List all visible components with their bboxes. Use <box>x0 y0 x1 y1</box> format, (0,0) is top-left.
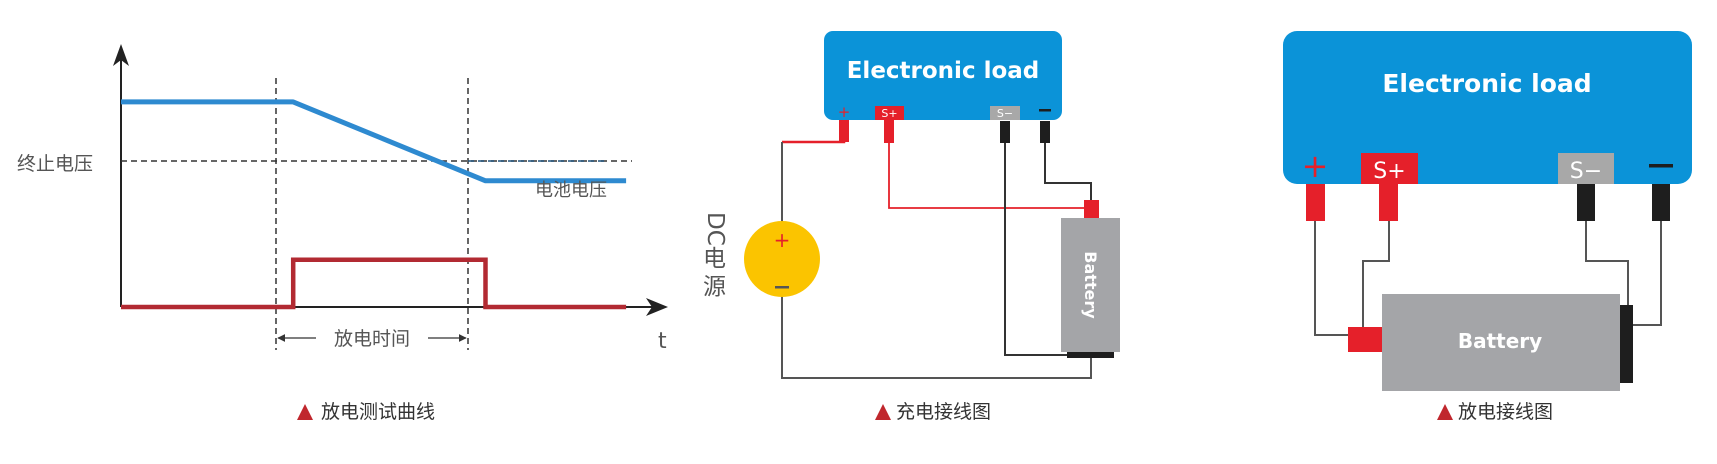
source-minus-wire <box>781 296 1092 379</box>
sense-plus-terminal-box <box>1361 153 1418 184</box>
sense-plus-wire <box>888 143 1085 209</box>
load-plus-plug <box>1306 184 1325 221</box>
dc-source-label-cjk-2: 源 <box>703 274 726 300</box>
load-minus-terminal-mark <box>1649 164 1673 168</box>
duration-label: 放电时间 <box>334 328 410 350</box>
battery-minus-bar <box>1067 352 1114 358</box>
battery-body <box>1382 294 1620 391</box>
sense-minus-terminal-box <box>990 106 1020 120</box>
caption-marker-icon <box>1437 404 1453 420</box>
sense-minus-terminal-label: S− <box>997 107 1013 120</box>
load-minus-wire <box>1633 221 1662 326</box>
sense-minus-plug <box>1000 121 1010 143</box>
charge-caption: 充电接线图 <box>896 401 991 423</box>
sense-minus-terminal-label: S− <box>1570 159 1602 184</box>
voltage-series-line <box>121 99 627 184</box>
sense-plus-terminal-label: S+ <box>1373 159 1405 184</box>
load-minus-plug <box>1040 121 1050 143</box>
y-axis-arrow-icon <box>113 44 129 66</box>
load-minus-terminal-mark <box>1039 109 1051 112</box>
charge-wiring-diagram: Electronic load + S+ S− + DC 电 源 Battery… <box>702 31 1120 423</box>
load-minus-wire <box>1044 143 1092 200</box>
source-plus-wire <box>782 134 846 144</box>
dc-source-plus: + <box>774 228 791 252</box>
discharge-curve-chart: 终止电压 电池电压 t 放电时间 放电测试曲线 <box>17 44 668 423</box>
sense-minus-plug <box>1577 184 1595 221</box>
sense-minus-wire <box>1585 221 1629 305</box>
load-minus-plug <box>1652 184 1670 221</box>
current-series-line <box>121 257 627 310</box>
battery-label: Battery <box>1458 329 1542 353</box>
battery-voltage-label: 电池电压 <box>535 180 607 201</box>
battery-label: Battery <box>1081 251 1100 319</box>
load-plus-wire <box>1314 221 1348 336</box>
sense-minus-wire <box>1004 143 1067 356</box>
dc-source-minus <box>775 286 789 289</box>
sense-plus-plug <box>1379 184 1398 221</box>
electronic-load-title: Electronic load <box>847 58 1040 84</box>
dc-source-label-latin: DC <box>702 212 728 246</box>
sense-plus-wire <box>1362 221 1390 327</box>
discharge-caption: 放电接线图 <box>1458 401 1553 423</box>
electronic-load-title: Electronic load <box>1382 69 1591 98</box>
sense-plus-terminal-label: S+ <box>881 107 897 120</box>
load-plus-terminal-label: + <box>1302 147 1329 185</box>
sense-plus-terminal-box <box>875 106 904 120</box>
x-axis-arrow-icon <box>646 298 668 316</box>
battery-plus-plug <box>1084 200 1099 218</box>
battery-minus-bar <box>1620 305 1633 383</box>
dc-source-label-cjk-1: 电 <box>703 246 726 272</box>
curve-caption: 放电测试曲线 <box>321 401 435 423</box>
caption-marker-icon <box>297 404 313 420</box>
sense-plus-plug <box>884 120 894 143</box>
battery-body <box>1061 218 1120 352</box>
dc-source-icon <box>744 221 820 297</box>
cutoff-voltage-label: 终止电压 <box>17 153 93 175</box>
electronic-load-box <box>1283 31 1692 184</box>
x-axis-label: t <box>658 329 667 354</box>
sense-minus-terminal-box <box>1558 153 1614 184</box>
battery-plus-plug <box>1348 327 1382 352</box>
discharge-wiring-diagram: Electronic load + S+ S− Battery 放电接线图 <box>1283 31 1692 423</box>
load-plus-plug <box>839 120 849 142</box>
caption-marker-icon <box>875 404 891 420</box>
electronic-load-box <box>824 31 1062 120</box>
load-plus-terminal-label: + <box>838 103 851 121</box>
